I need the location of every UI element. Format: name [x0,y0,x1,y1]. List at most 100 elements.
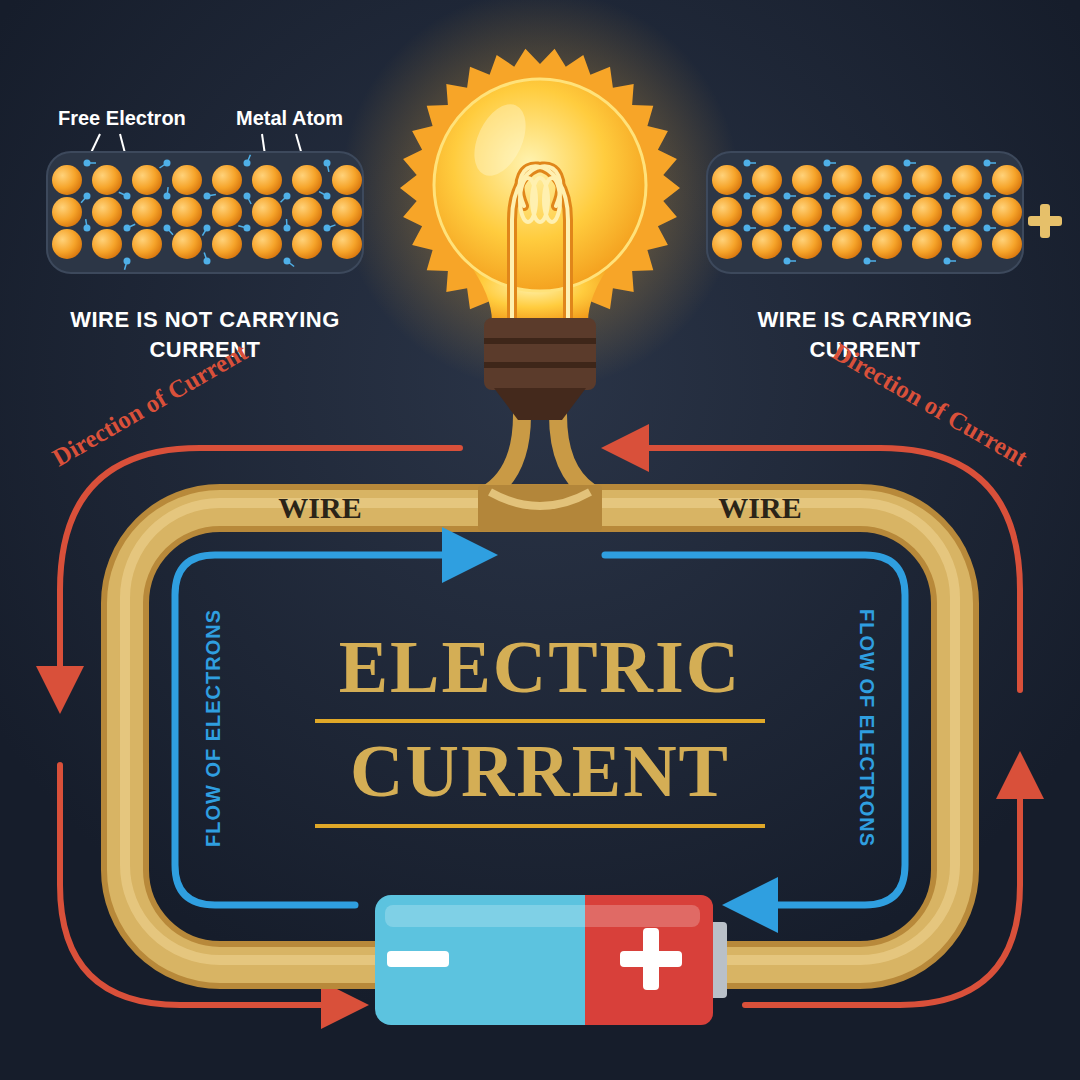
battery [375,895,727,1025]
title: ELECTRIC CURRENT [300,615,780,823]
wire-cross-section-part [904,160,911,167]
wire-cross-section-part [744,225,751,232]
light-bulb-part-part [544,178,560,222]
light-bulb-part [512,166,568,320]
wire-cross-section-part [212,197,242,227]
positive-sign-part [1040,204,1050,238]
wire-cross-section-part [952,229,982,259]
wire-cross-section-part [124,193,131,200]
wire-cross-section-part [784,258,791,265]
bulb-rays [400,49,680,327]
wire-cross-section-part [824,160,831,167]
light-bulb-part [512,166,568,320]
wire-cross-section-part [912,165,942,195]
wire-panel: WIRE IS CARRYING CURRENT [705,150,1025,365]
wire-cross-section-part [164,225,171,232]
wire-cross-section-part [912,197,942,227]
wire-cross-section-part [944,193,951,200]
wire-cross-section-part [992,197,1022,227]
light-bulb-part [484,362,596,368]
bulb-stem-part [478,485,602,531]
bulb-halo [340,0,740,390]
wire-cross-section-part [832,197,862,227]
wire-cross-section-part [52,229,82,259]
bulb-stem-part [558,415,590,492]
wire-cross-section-part [124,258,131,265]
wire-cross-section-part [944,225,951,232]
wire-cross-section-part [324,193,331,200]
wire-cross-section-part [864,193,871,200]
wire-cross-section-part [872,165,902,195]
wire-cross-section-part [284,258,291,265]
light-bulb-part-part [512,166,560,320]
wire-cross-section-part [792,197,822,227]
wire-cross-section-part [52,197,82,227]
wire-cross-section-part [324,160,331,167]
wire-cross-section-part [244,225,251,232]
wire-cross-section-part [332,165,362,195]
wire-cross-section-part [252,165,282,195]
wire-cross-section-part [124,225,131,232]
wire-cross-section-part [292,197,322,227]
wire-cross-section-part [212,165,242,195]
wire-cross-section-part [172,229,202,259]
bulb-stem-part [490,415,522,492]
electron-flow-label: FLOW OF ELECTRONS [201,609,225,847]
wire-cross-section-part [164,193,171,200]
wire-cross-section-part [164,160,171,167]
wire-cross-section-part [984,225,991,232]
light-bulb-part [434,79,646,291]
wire-cross-section-part [832,165,862,195]
wire-cross-section-part [204,258,211,265]
wire-cross-section-part [244,160,251,167]
title-underlines-part [315,719,765,723]
wire-cross-section-part [952,165,982,195]
wire-cross-section-part [252,197,282,227]
wire-cross-section-part [204,225,211,232]
battery-part [387,951,449,967]
wire-cross-section-part [284,225,291,232]
electron-flow-arrows [175,555,905,905]
wire-cross-section-part [984,193,991,200]
wire-cross-section-part [244,193,251,200]
wire-cross-section-part [904,225,911,232]
wire-cross-section-part [832,229,862,259]
wire-cross-section-part [204,193,211,200]
wire-cross-section-part [952,197,982,227]
electron-flow-label: FLOW OF ELECTRONS [855,609,879,847]
wire-cross-section-part [992,165,1022,195]
wire-cross-section-part [84,160,91,167]
wire-cross-section-part [824,193,831,200]
wire-cross-section-part [984,160,991,167]
wire-cross-section-part [132,165,162,195]
wire-cross-section-part [904,193,911,200]
wire-cross-section-part [324,225,331,232]
wire-cross-section-part [744,160,751,167]
wire-cross-section-part [872,197,902,227]
current-arrows [60,448,1020,1005]
wire-cross-section-part [744,193,751,200]
wire-cross-section-part [784,225,791,232]
wire-cross-section-part [707,152,1023,273]
light-bulb [434,79,646,420]
wire-cross-section-part [172,165,202,195]
wire-loop-part [125,503,955,960]
wire-cross-section-part [332,197,362,227]
wire-label: WIRE [718,490,801,526]
wire-cross-section-part [912,229,942,259]
wire-cross-section-part [792,229,822,259]
wire-cross-section [45,150,365,275]
wire-cross-section-part [252,229,282,259]
bulb-stem-part [490,492,590,506]
wire-cross-section-part [47,152,363,273]
wire-cross-section-part [712,165,742,195]
title-underlines-part [315,824,765,828]
wire-cross-section-part [712,197,742,227]
wire-cross-section [705,150,1025,275]
wire-cross-section-part [864,225,871,232]
wire-cross-section-part [132,197,162,227]
wire-cross-section-part [752,229,782,259]
wire-cross-section-part [332,229,362,259]
wire-cross-section-part [84,193,91,200]
